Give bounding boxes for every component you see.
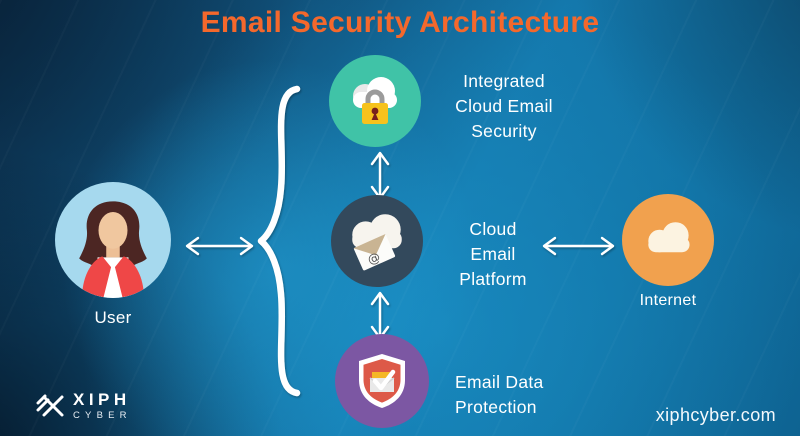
- label-line: Security: [471, 121, 537, 141]
- ics-platform-arrow: [370, 151, 390, 200]
- brand-subname: CYBER: [73, 410, 132, 422]
- platform-internet-arrow: [542, 236, 615, 256]
- user-avatar-icon: [79, 201, 147, 298]
- user-label: User: [94, 308, 132, 327]
- user-brace-arrow: [185, 236, 254, 256]
- page-title: Email Security Architecture: [200, 6, 600, 39]
- integrated-cloud-email-security-node: [329, 55, 421, 147]
- platform-label: Cloud Email Platform: [443, 217, 543, 292]
- label-line: Email Data: [455, 372, 544, 392]
- xiph-logo-icon: [36, 394, 64, 417]
- svg-text:@: @: [365, 250, 382, 268]
- brand-name: XIPH: [73, 390, 131, 410]
- shield-email-icon: [359, 354, 405, 408]
- internet-node: [622, 194, 714, 286]
- internet-label: Internet: [639, 292, 697, 309]
- label-line: Cloud Email: [455, 96, 553, 116]
- label-line: Integrated: [463, 71, 545, 91]
- label-line: Platform: [459, 269, 527, 289]
- label-line: Email: [470, 244, 516, 264]
- ics-label: Integrated Cloud Email Security: [445, 69, 563, 144]
- edp-label: Email Data Protection: [455, 370, 595, 420]
- cloud-email-icon: @: [352, 214, 402, 271]
- label-line: Cloud: [469, 219, 517, 239]
- email-data-protection-node: [335, 334, 429, 428]
- brand-logo: XIPH CYBER: [36, 391, 132, 421]
- label-line: Protection: [455, 397, 537, 417]
- internet-cloud-icon: [648, 222, 690, 253]
- user-node: [55, 182, 171, 298]
- curly-brace: [257, 85, 301, 397]
- cloud-lock-icon: [353, 77, 397, 124]
- platform-edp-arrow: [370, 291, 390, 340]
- website-url: xiphcyber.com: [655, 405, 776, 425]
- cloud-email-platform-node: @: [331, 195, 423, 287]
